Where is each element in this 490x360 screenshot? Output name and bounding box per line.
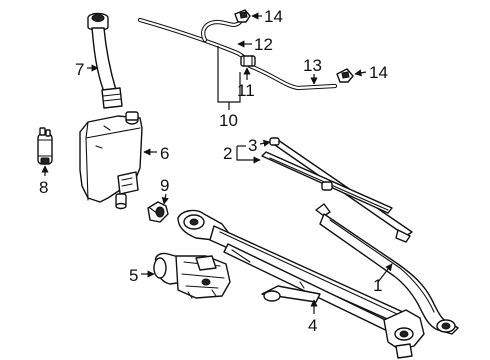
- wiper-arm: [315, 203, 459, 335]
- hose-connector: [240, 55, 256, 67]
- callout-5: 5: [129, 266, 138, 285]
- washer-reservoir: [79, 111, 143, 210]
- leader-lines: [41, 12, 393, 314]
- wiper-linkage: [177, 209, 425, 359]
- callout-10: 10: [219, 111, 238, 130]
- callout-1: 1: [373, 276, 382, 295]
- callout-6: 6: [160, 144, 169, 163]
- callout-3: 3: [248, 136, 257, 155]
- callout-13: 13: [303, 56, 322, 75]
- wiper-blade-lower: [261, 151, 393, 214]
- callout-7: 7: [75, 60, 84, 79]
- callout-2: 2: [223, 144, 232, 163]
- callout-4: 4: [308, 316, 317, 335]
- callout-8: 8: [39, 178, 48, 197]
- callout-14-upper: 14: [264, 7, 283, 26]
- pivot-grommet: [147, 201, 169, 223]
- callout-numbers: 1 2 3 4 5 6 7 8 9 10 11 12 13 14 14: [39, 7, 388, 335]
- washer-pump: [37, 127, 53, 165]
- callout-11: 11: [237, 81, 255, 100]
- washer-hose-assembly: [137, 17, 338, 91]
- washer-filler-neck: [87, 12, 123, 109]
- washer-nozzle-right: [336, 68, 354, 83]
- washer-nozzle-upper: [234, 9, 251, 23]
- callout-9: 9: [160, 176, 169, 195]
- wiper-motor: [153, 252, 231, 299]
- callout-12: 12: [254, 35, 273, 54]
- callout-14-right: 14: [369, 63, 388, 82]
